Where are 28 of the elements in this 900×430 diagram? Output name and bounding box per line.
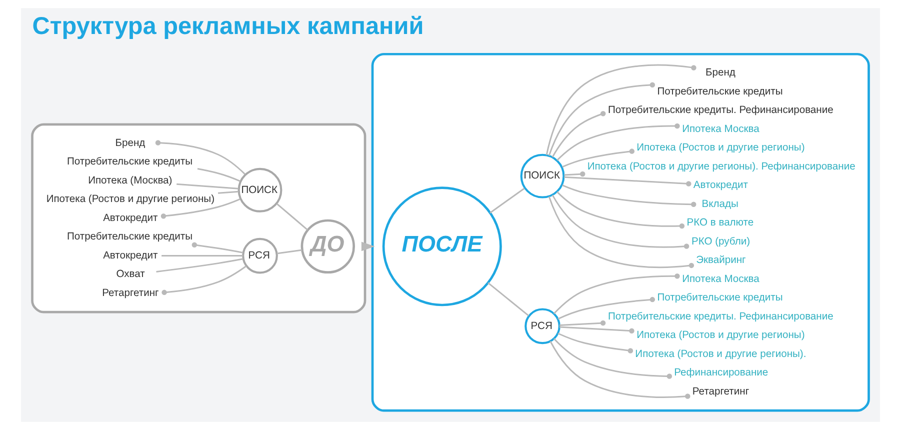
- node-text: Ипотека (Ростов и другие регионы): [46, 194, 214, 206]
- node-text: Ипотека Москва: [682, 274, 759, 285]
- node-text: Потребительские кредиты. Рефинансирование: [607, 105, 833, 116]
- node-text: Бренд: [705, 68, 735, 79]
- node-text: Ипотека (Москва): [88, 175, 172, 186]
- node-text: РКО в валюте: [686, 218, 754, 229]
- node-text: Автокредит: [692, 180, 748, 192]
- node-text: Автокредит: [102, 250, 158, 262]
- diagram-title: Структура рекламных кампаний: [32, 13, 424, 40]
- node-text: Рефинансирование: [674, 368, 768, 379]
- node-text: Автокредит: [102, 212, 158, 224]
- node-text: Охват: [116, 269, 144, 280]
- node-text: Потребительские кредиты: [656, 292, 782, 304]
- node-text: Вклады: [701, 198, 738, 210]
- node-text: Ипотека (Ростов и другие регионы): [636, 330, 804, 342]
- node-text: Ипотека (Ростов и другие регионы). Рефинансирование: [586, 161, 855, 172]
- node-text: Потребительские кредиты: [66, 156, 192, 168]
- node-text: РКО (рубли): [690, 236, 750, 248]
- node-text: Ипотека (Ростов и другие регионы).: [634, 348, 806, 360]
- node-text: Ретаргетинг: [692, 386, 749, 398]
- node-text: Ретаргетинг: [102, 288, 158, 299]
- node-text: Потребительские кредиты: [66, 232, 192, 243]
- node-text: Потребительские кредиты: [656, 86, 782, 98]
- node-text: Потребительские кредиты. Рефинансирование: [607, 311, 833, 322]
- node-text: Ипотека Москва: [682, 124, 759, 135]
- node-text: Ипотека (Ростов и другие регионы): [636, 142, 804, 154]
- node-text: Эквайринг: [696, 255, 746, 266]
- node-text: Бренд: [114, 138, 145, 149]
